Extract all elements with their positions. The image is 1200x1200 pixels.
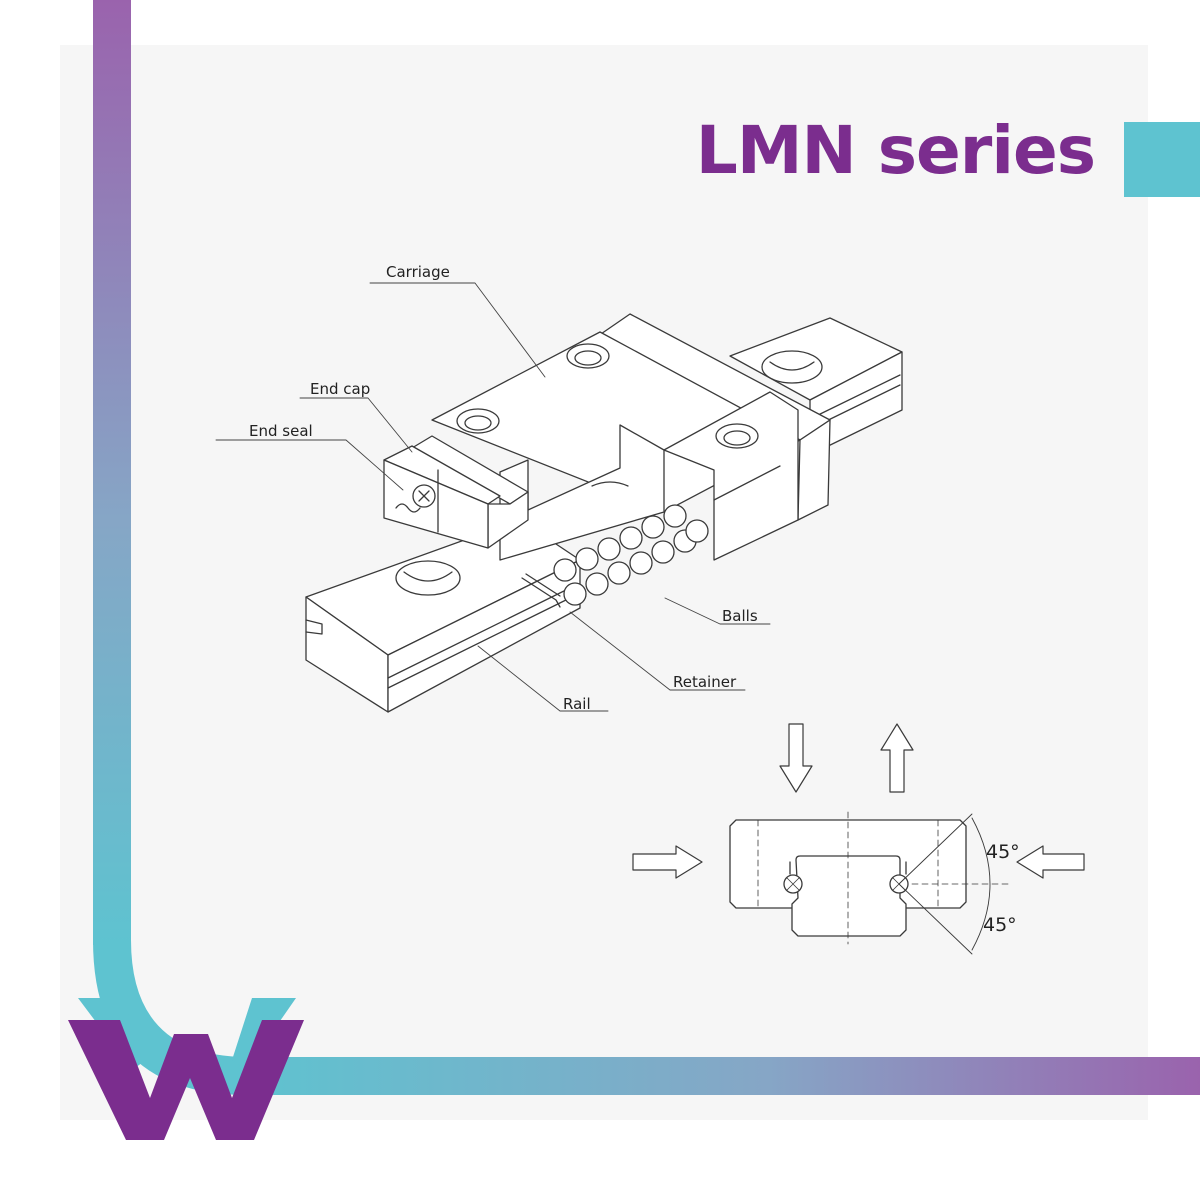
frame-horizontal-bar [240,1057,1200,1095]
cross-section [729,811,1013,955]
label-balls: Balls [722,607,758,625]
arrow-left-icon [1016,845,1085,879]
logo-w-letter [68,1020,304,1140]
brand-logo [68,998,304,1140]
end-cap [383,435,529,549]
label-end-seal: End seal [249,422,313,440]
label-carriage: Carriage [386,263,450,281]
title-accent-bar [1124,122,1200,197]
arrow-down-icon [779,723,813,793]
logo-teal-stroke [78,998,296,1070]
label-retainer: Retainer [673,673,737,691]
arrow-right-icon [632,845,703,879]
rail-rear [729,317,903,451]
load-arrows [632,723,1085,879]
label-end-cap: End cap [310,380,370,398]
leader-lines [215,282,771,712]
page-title: LMN series [695,112,1096,189]
retainer [521,573,561,608]
frame-vertical-bar [93,0,131,945]
angle-lower-label: 45° [983,914,1017,936]
label-rail: Rail [563,695,591,713]
angle-labels: 45° 45° [983,841,1020,936]
carriage-block [431,313,831,561]
arrow-up-icon [880,723,914,793]
angle-upper-label: 45° [986,841,1020,863]
balls [553,504,709,606]
diagram-labels: Carriage End cap End seal Balls Retainer… [249,263,758,713]
